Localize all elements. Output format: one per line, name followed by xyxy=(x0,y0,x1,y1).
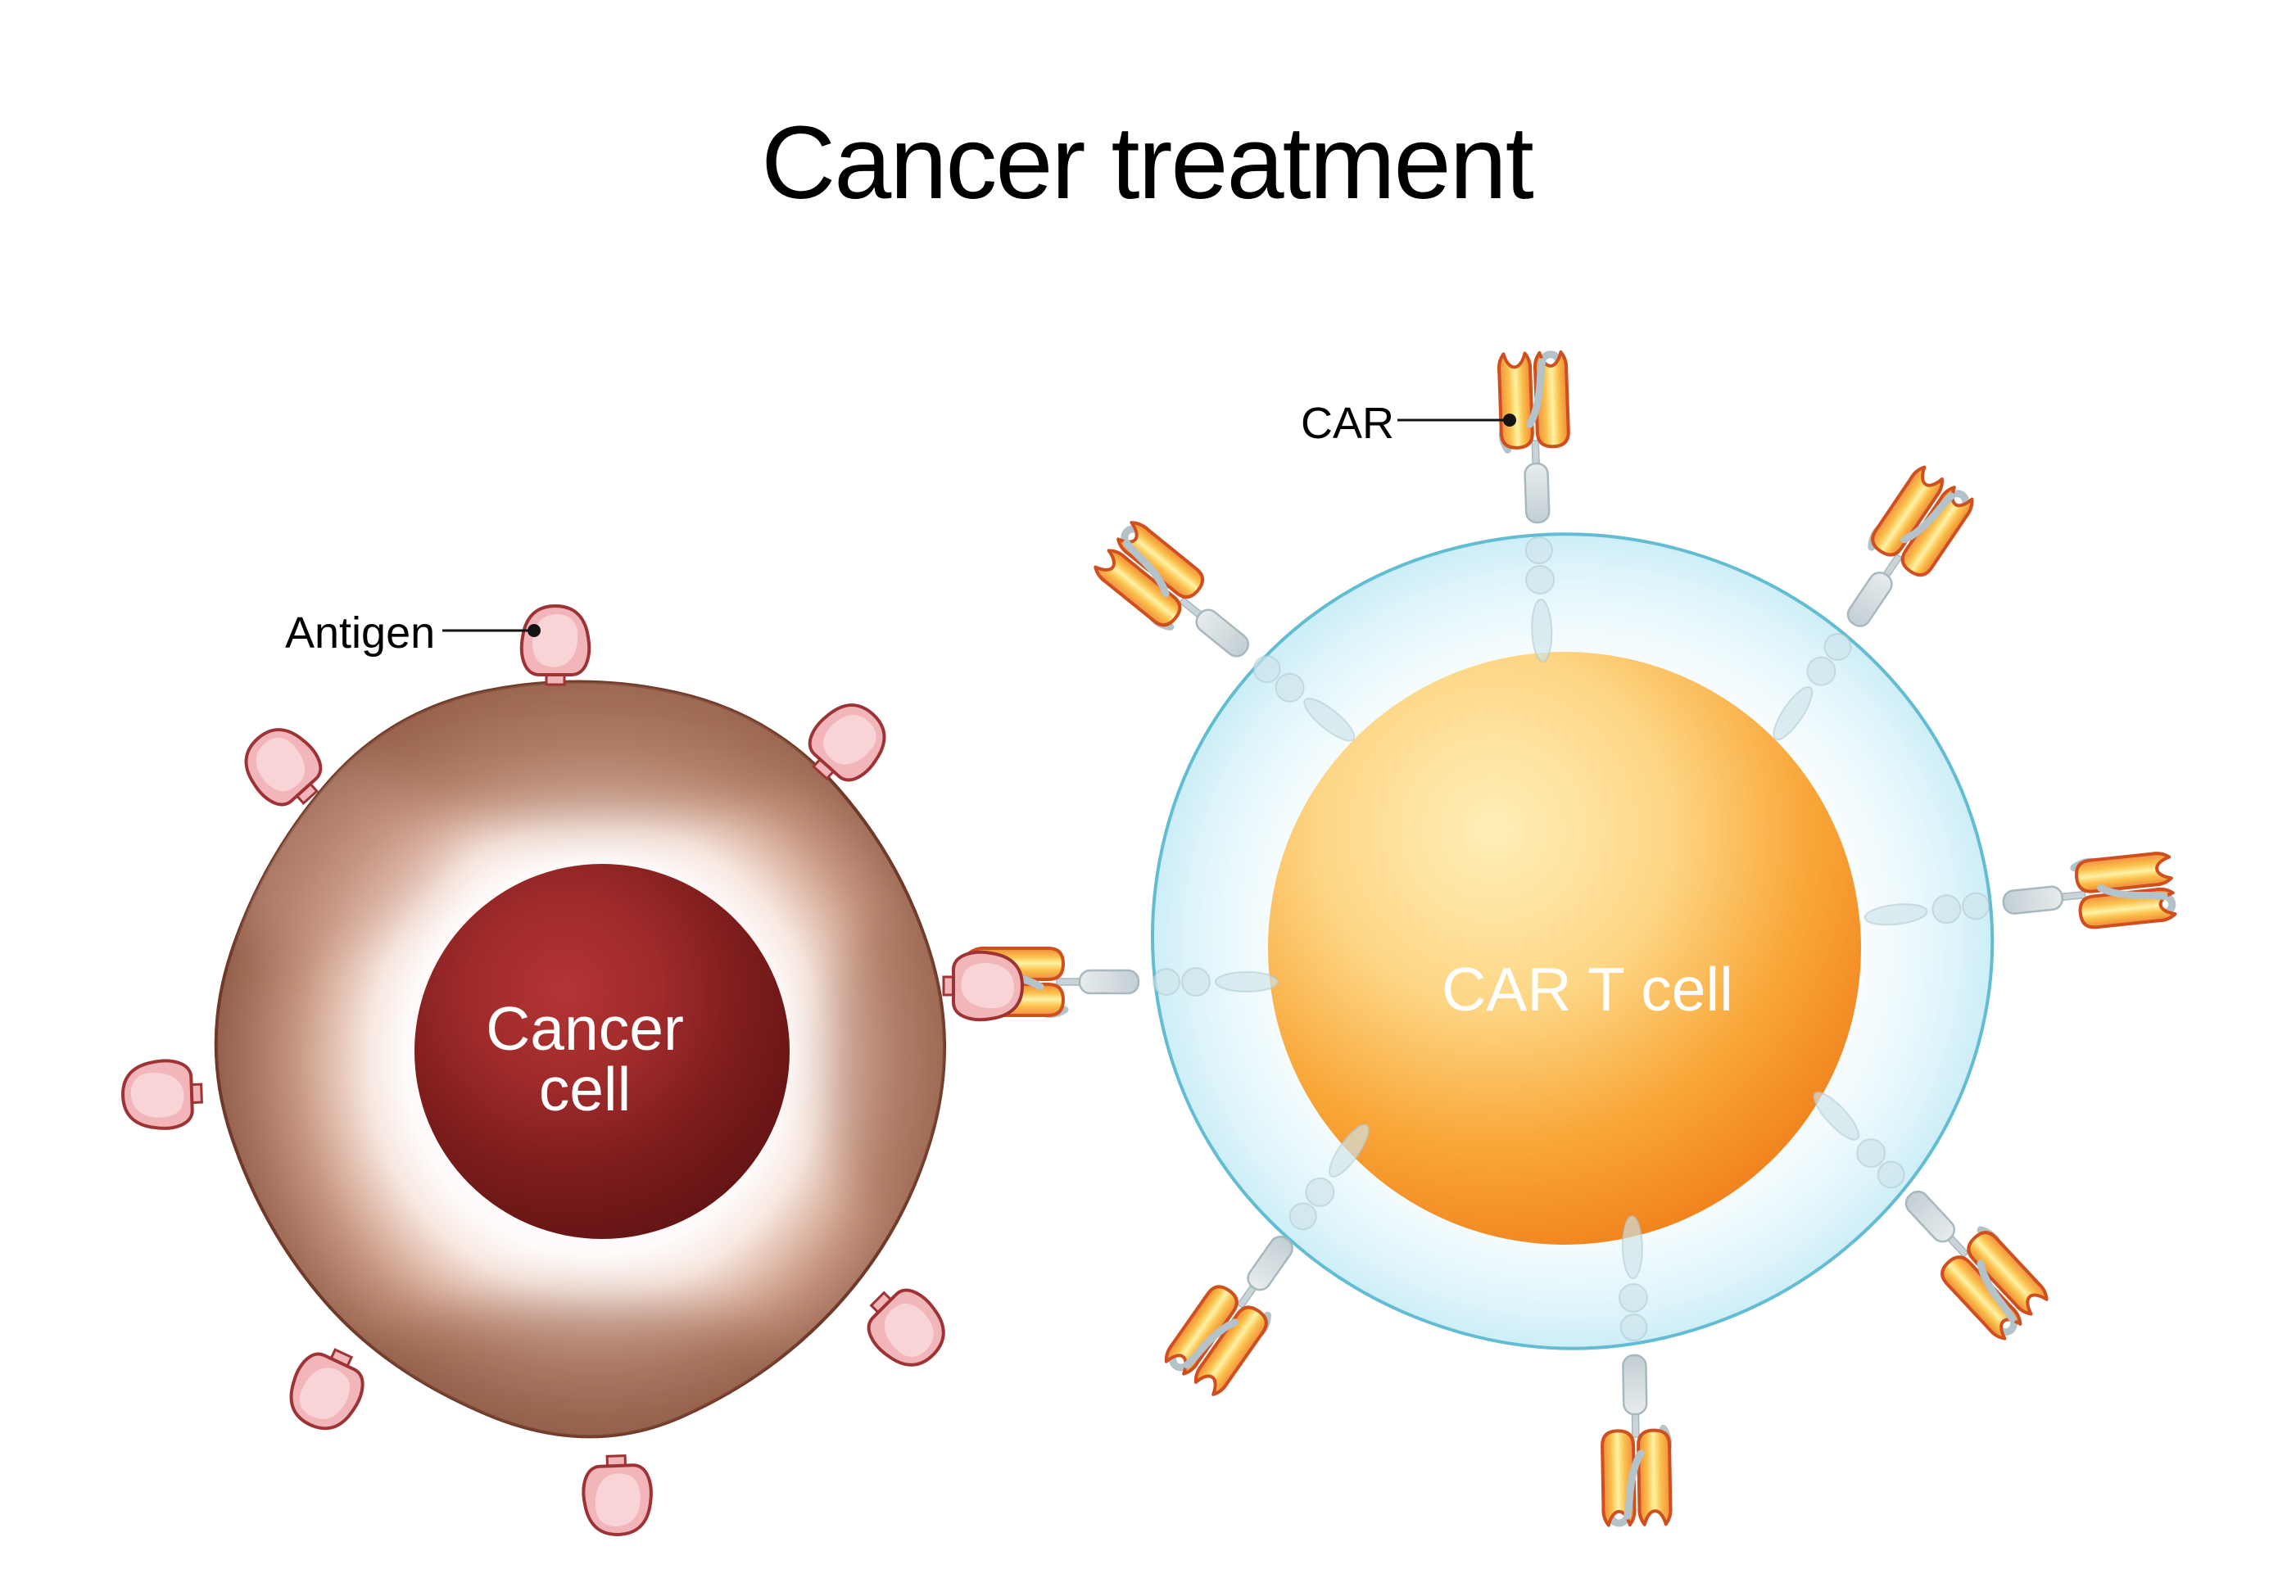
cancer-cell-label-line1: Cancer xyxy=(486,994,684,1063)
cancer-cell-label-line2: cell xyxy=(539,1055,632,1124)
antigen-icon-binding xyxy=(942,950,1024,1022)
antigen-icon-left xyxy=(122,1060,203,1130)
antigen-leader-dot xyxy=(528,624,541,637)
car-annotation: CAR xyxy=(1301,399,1516,448)
t-cell-label: CAR T cell xyxy=(1442,955,1733,1024)
antigen-icon-top xyxy=(519,604,591,686)
antigen-icon-bottom-right xyxy=(854,1275,957,1378)
car-label: CAR xyxy=(1301,399,1394,448)
antigen-label: Antigen xyxy=(285,608,435,658)
antigen-icon-bottom-left xyxy=(278,1337,376,1441)
car-t-cell: CAR T cell xyxy=(1150,532,1995,1350)
car-leader-dot xyxy=(1503,414,1516,427)
antigen-annotation: Antigen xyxy=(285,608,541,658)
page-title: Cancer treatment xyxy=(761,105,1533,220)
t-cell-nucleus xyxy=(1268,652,1861,1245)
cancer-cell-nucleus xyxy=(414,864,790,1239)
antigen-icon-bottom xyxy=(582,1455,653,1536)
